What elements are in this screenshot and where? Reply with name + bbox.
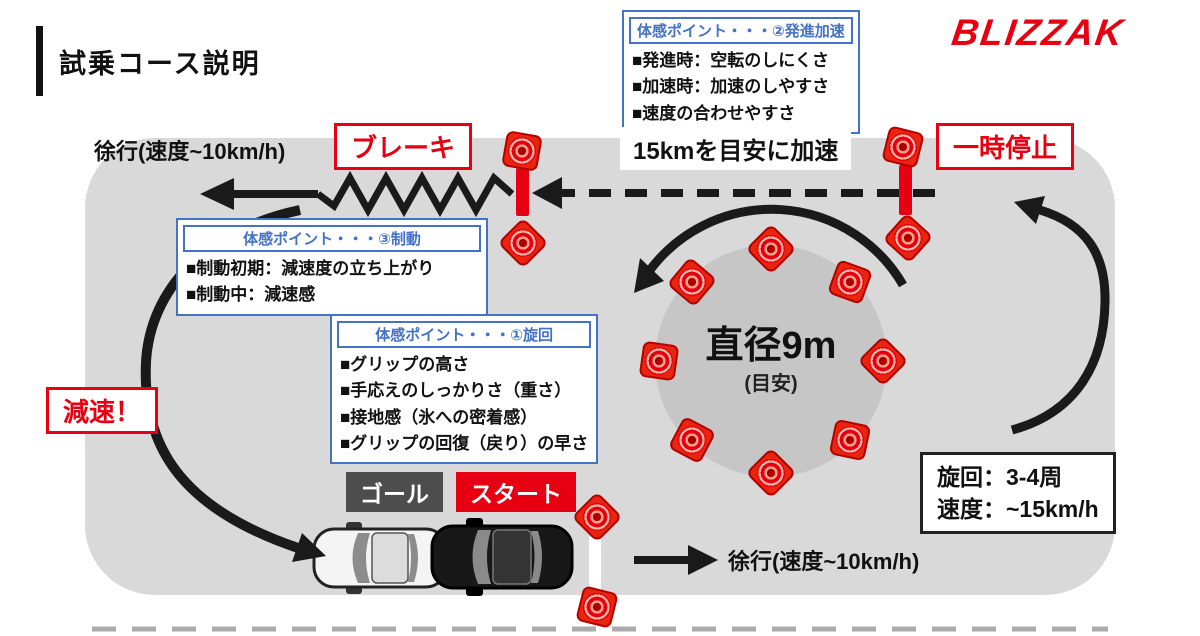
info-box-turning: 体感ポイント・・・①旋回 ■グリップの高さ ■手応えのしっかりさ（重さ） ■接地… [330,314,599,465]
decelerate-sign: 減速！ [46,387,159,434]
accelerate-sign: 15kmを目安に加速 [620,127,852,170]
turn-spec-box: 旋回：3-4周 速度：~15km/h [920,452,1116,535]
turn-spec-line2: 速度：~15km/h [937,496,1099,523]
info-box-braking-item: ■制動中：減速感 [186,285,316,305]
slow-label-bottom: 徐行(速度~10km/h) [728,549,920,574]
info-box-turning-header: 体感ポイント・・・①旋回 [337,321,592,348]
goal-sign: ゴール [346,472,443,512]
start-car-icon [430,518,574,596]
start-line [589,536,601,592]
info-box-braking-item: ■制動初期：減速度の立ち上がり [186,259,435,278]
info-box-turning-item: ■グリップの回復（戻り）の早さ [340,434,589,454]
stop-sign: 一時停止 [936,123,1075,170]
circle-note: (目安) [744,373,798,396]
info-box-accel-header: 体感ポイント・・・②発進加速 [629,17,853,44]
info-box-accel-item: ■発進時：空転のしにくさ [632,51,829,70]
turn-spec-line1: 旋回：3-4周 [937,464,1063,490]
page-title: 試乗コース説明 [59,48,261,79]
traffic-cone-icon [638,340,680,382]
brake-stop-line [516,168,529,216]
info-box-accel-item: ■加速時：加速のしやすさ [632,77,830,97]
circle-diameter-label: 直径9m [705,324,837,367]
info-box-turning-item: ■グリップの高さ [340,355,470,374]
title-accent-bar [36,26,43,96]
brake-sign: ブレーキ [334,123,473,170]
traffic-cone-icon [575,585,619,629]
traffic-cone-icon [501,130,543,172]
info-box-turning-item: ■接地感（氷への密着感） [340,407,538,427]
goal-car-icon [312,522,448,594]
halt-stop-line [899,165,912,215]
info-box-braking: 体感ポイント・・・③制動 ■制動初期：減速度の立ち上がり ■制動中：減速感 [176,218,488,316]
info-box-turning-item: ■手応えのしっかりさ（重さ） [340,381,572,401]
info-box-accel-item: ■速度の合わせやすさ [632,103,796,123]
traffic-cone-icon [828,418,872,462]
page-title-block: 試乗コース説明 [36,26,261,96]
info-box-braking-header: 体感ポイント・・・③制動 [183,225,481,252]
info-box-accel: 体感ポイント・・・②発進加速 ■発進時：空転のしにくさ ■加速時：加速のしやすさ… [622,10,860,135]
start-sign: スタート [456,472,576,512]
brand-logo: BLIZZAK [949,12,1128,53]
slow-label-top: 徐行(速度~10km/h) [94,139,286,164]
